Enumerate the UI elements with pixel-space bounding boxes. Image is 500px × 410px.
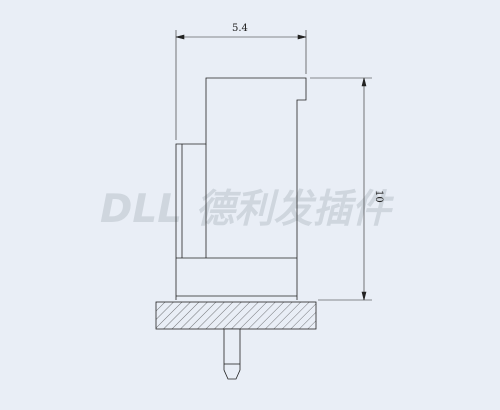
height-dimension-label: 10 — [373, 190, 384, 203]
width-dimension — [175, 30, 307, 140]
connector-pin — [223, 328, 241, 380]
width-dimension-label: 5.4 — [232, 23, 248, 34]
connector-body — [175, 77, 307, 300]
pcb-section — [155, 301, 317, 330]
height-dimension — [310, 77, 372, 301]
watermark-text: DLL 德利发插件 — [100, 187, 395, 232]
